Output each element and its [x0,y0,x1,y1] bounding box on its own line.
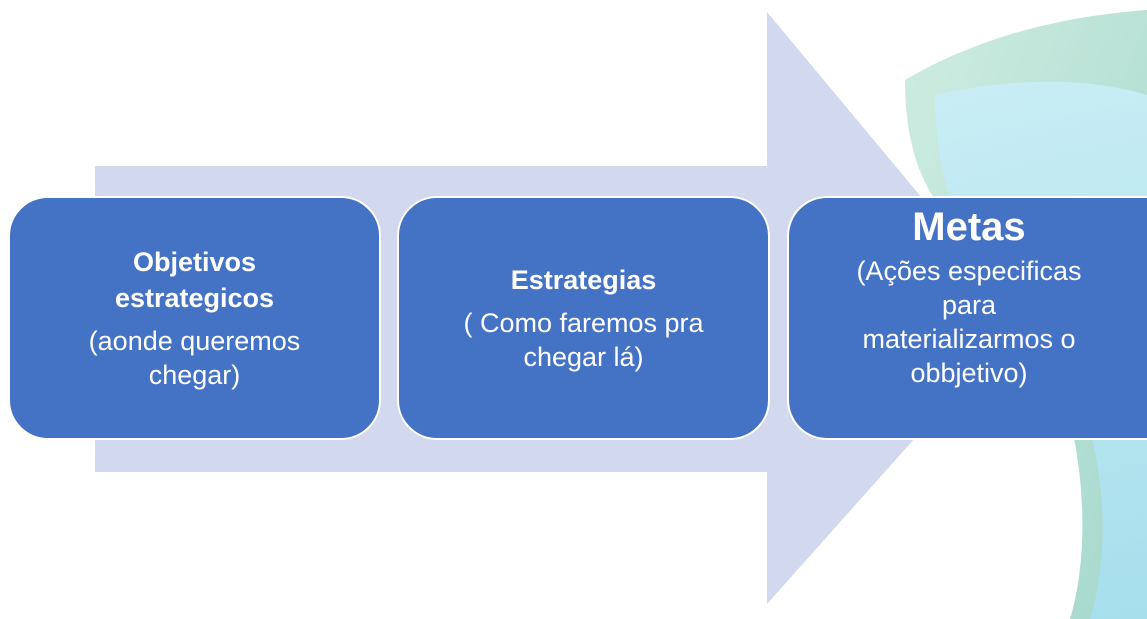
card-objetivos-estrategicos: Objetivos estrategicos (aonde queremos c… [8,196,381,440]
card-description: (Ações especificas para materializarmos … [856,256,1082,388]
card-description: (aonde queremos chegar) [88,326,301,390]
card-estrategias: Estrategias ( Como faremos pra chegar lá… [397,196,770,440]
card-title: Estrategias [510,265,657,295]
card-description: ( Como faremos pra chegar lá) [463,308,704,372]
card-title: Metas [912,205,1026,249]
card-title: Objetivos estrategicos [114,247,275,313]
card-metas: Metas (Ações especificas para materializ… [787,196,1147,440]
